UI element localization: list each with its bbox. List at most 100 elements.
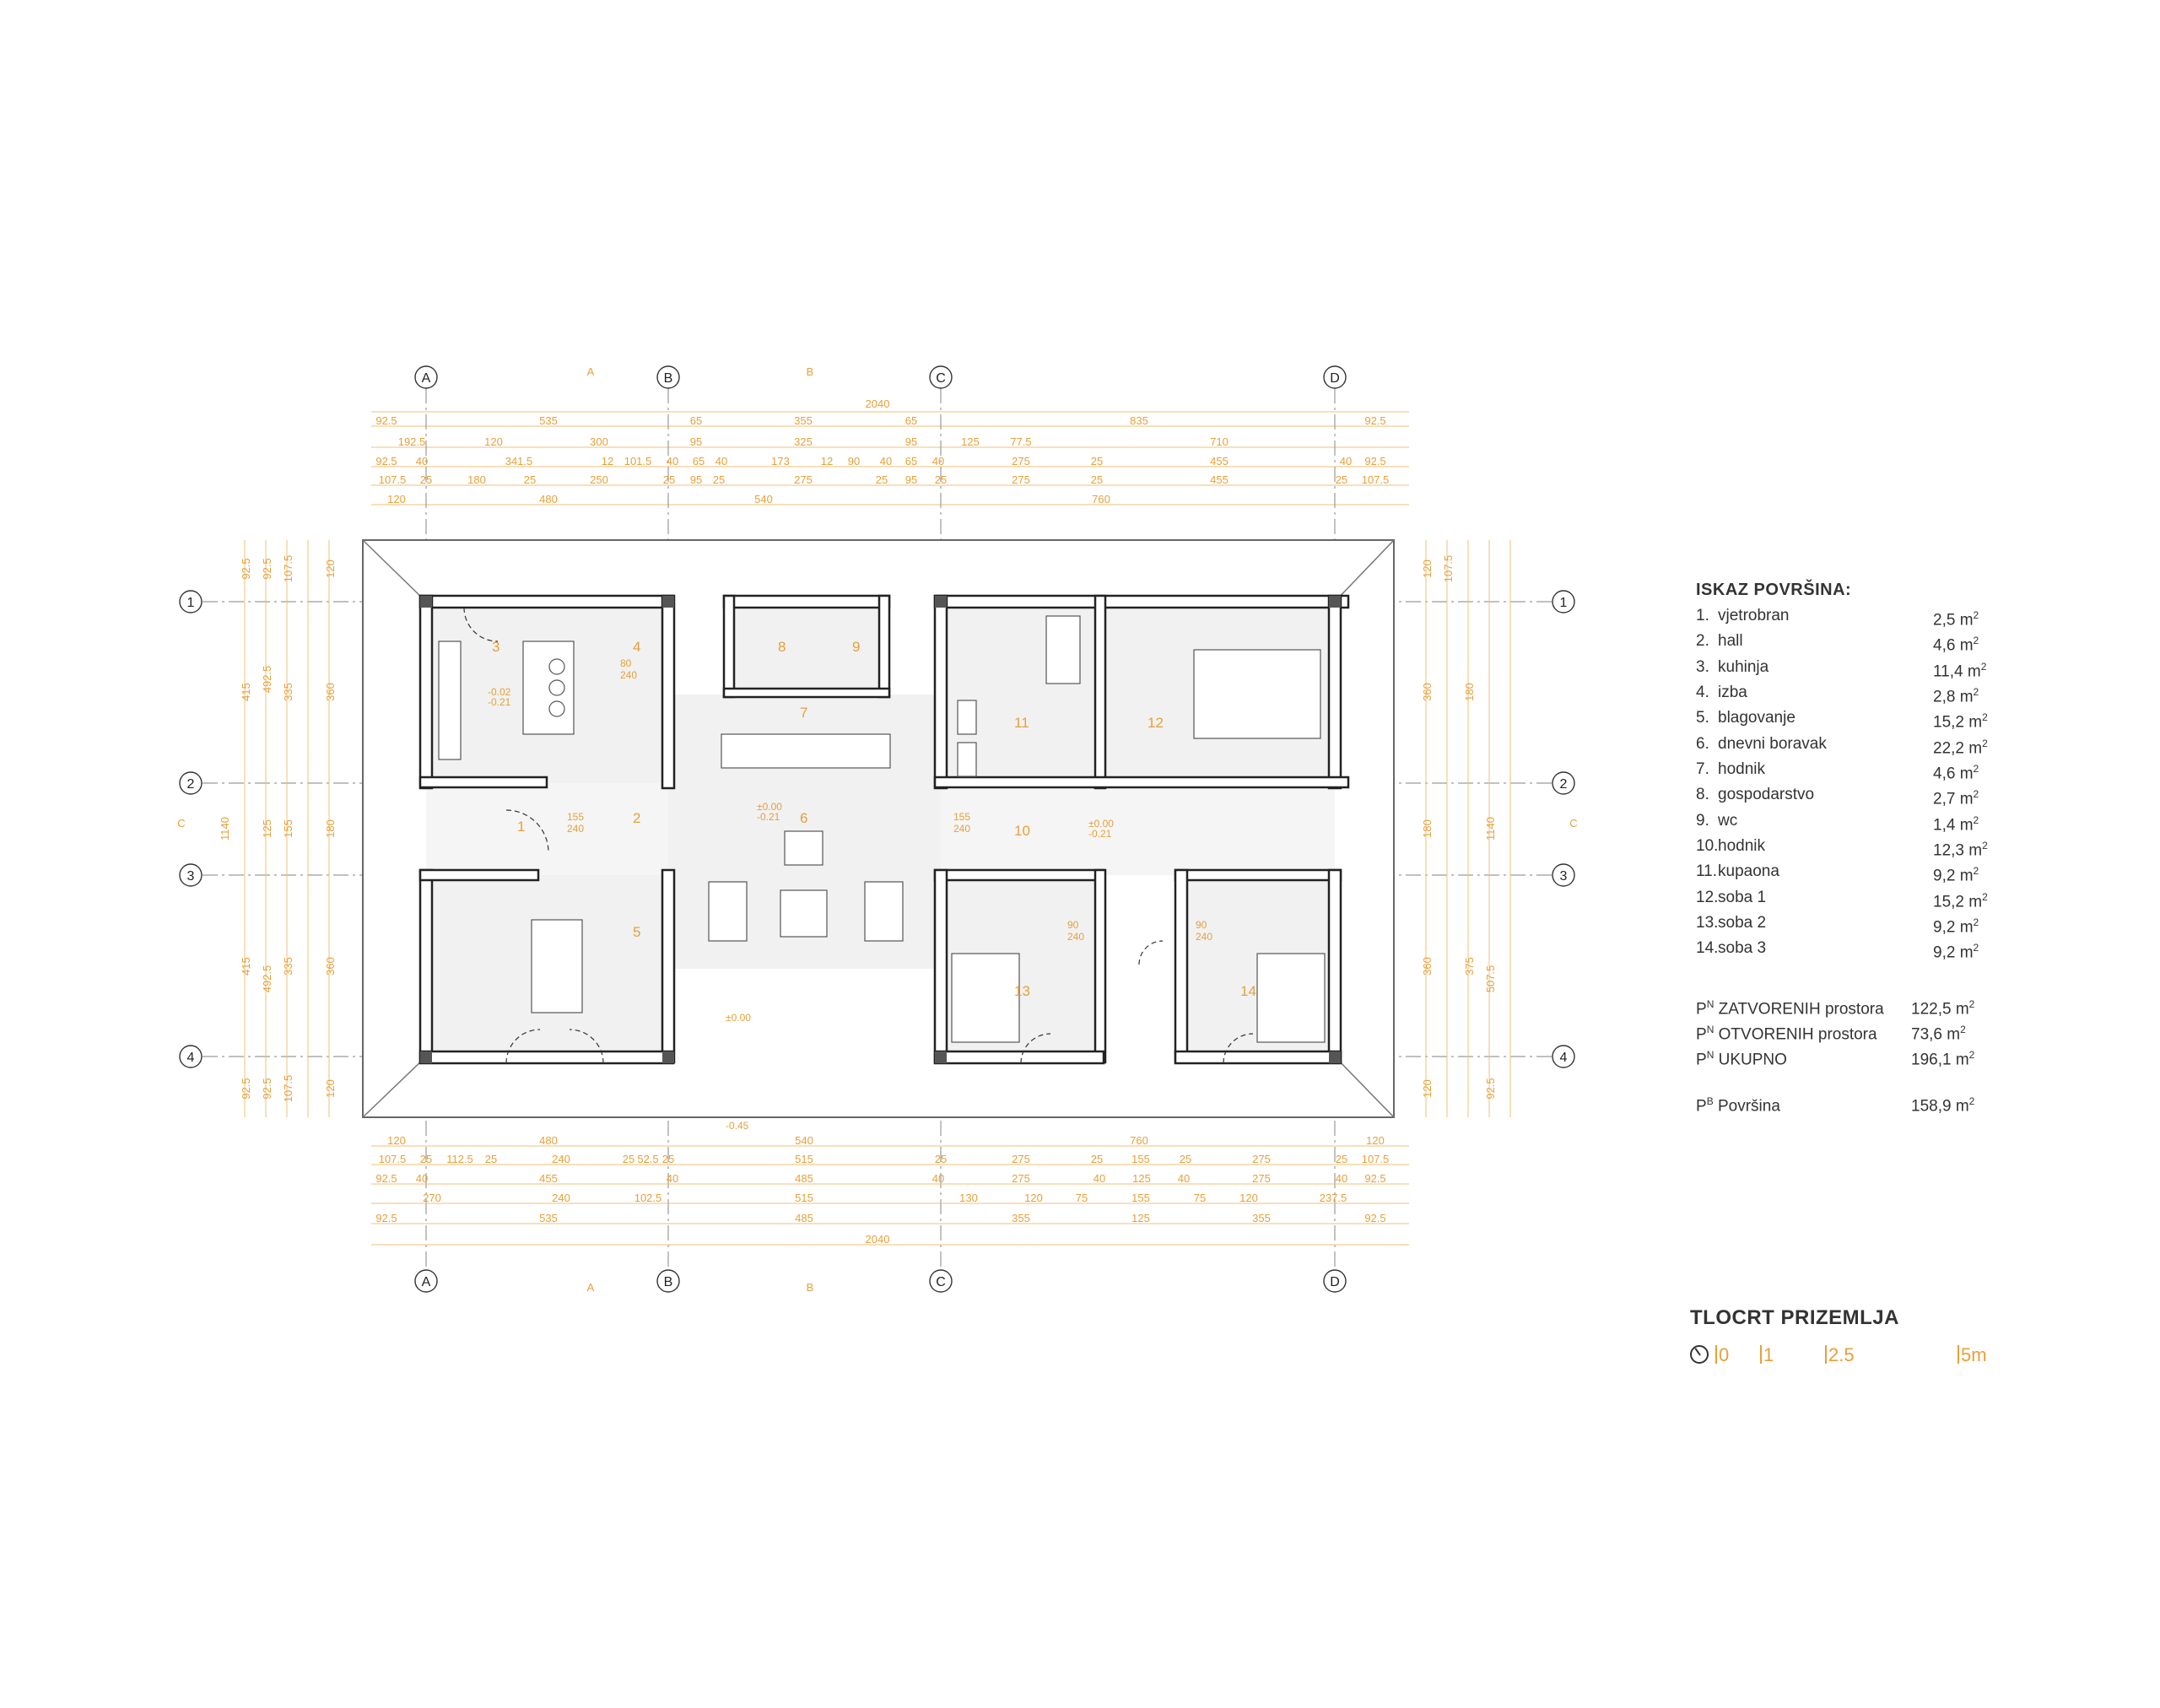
right-dim: 92.5 [1484, 1078, 1497, 1099]
door-tags: 155 240 155 240 90 240 90 240 80 240 -0.… [488, 657, 1212, 1132]
room-name: izba [1718, 683, 1747, 701]
scale-bar: 0 1 2.5 5m [1690, 1342, 2028, 1372]
top-dim: 95 [905, 435, 917, 448]
room-name: hodnik [1718, 836, 1765, 855]
bottom-dim: 25 [420, 1153, 432, 1165]
scale-tick: 5m [1958, 1345, 1987, 1365]
door-tag-h: 240 [567, 823, 584, 835]
door-tag-w: 90 [1067, 919, 1079, 931]
left-dim: 360 [324, 683, 337, 701]
total-area: 73,6 m2 [1911, 1023, 1966, 1044]
bottom-dim: 485 [795, 1212, 813, 1224]
top-dim: 95 [905, 473, 917, 486]
right-dim: 120 [1421, 1079, 1434, 1098]
bottom-dim: 355 [1012, 1212, 1030, 1224]
bottom-dim: 92.5 [375, 1212, 397, 1224]
bottom-total-dim: 2040 [866, 1233, 890, 1246]
bottom-dim: 237.5 [1320, 1192, 1347, 1204]
room-name: kupaona [1718, 862, 1779, 881]
room-number: 11 [1014, 715, 1029, 731]
top-dim: 77.5 [1010, 435, 1031, 448]
room-no: 9. [1696, 811, 1709, 830]
room-name: blagovanje [1718, 709, 1796, 727]
bottom-dim: 92.5 [1364, 1172, 1385, 1185]
bottom-dim: 40 [1094, 1172, 1105, 1185]
room-number: 4 [633, 639, 640, 655]
bottom-dim: 40 [932, 1172, 944, 1185]
top-dim: 107.5 [379, 473, 407, 486]
room-area: 2,5 m2 [1933, 609, 1979, 630]
level-mark: -0.21 [757, 811, 780, 823]
right-dim: 375 [1463, 957, 1476, 976]
bottom-dim: 75 [1194, 1192, 1206, 1204]
top-dim: 480 [539, 493, 558, 505]
room-name: soba 3 [1718, 939, 1767, 958]
left-dim: 492.5 [261, 965, 273, 993]
room-name: hall [1718, 632, 1743, 651]
bottom-dim: 455 [539, 1172, 558, 1185]
bottom-dim: 102.5 [634, 1192, 662, 1204]
top-dim: 455 [1210, 473, 1228, 486]
bottom-dim: 125 [1131, 1212, 1150, 1224]
grid-label-b: B [664, 1275, 673, 1289]
section-mark-c: C [177, 817, 185, 830]
bottom-dim: 355 [1252, 1212, 1271, 1224]
top-dim: 835 [1130, 414, 1148, 427]
bottom-dim: 760 [1130, 1134, 1148, 1147]
top-dimension-chain: 2040 92.5 535 65 355 65 835 92.5 192.5 1… [371, 397, 1409, 505]
right-dim: 360 [1421, 957, 1434, 976]
bottom-dim: 275 [1012, 1172, 1030, 1185]
left-dim: 125 [261, 819, 273, 838]
grid-label-d: D [1330, 1275, 1340, 1289]
left-dim: 92.5 [261, 1078, 273, 1099]
left-dim: 92.5 [261, 558, 273, 579]
top-dim: 25 [1336, 473, 1347, 486]
top-total-dim: 2040 [866, 397, 890, 410]
top-dim: 25 [1091, 473, 1103, 486]
area-schedule-title: ISKAZ POVRŠINA: [1696, 581, 1852, 599]
left-dim: 180 [324, 819, 337, 838]
right-dim: 1140 [1484, 817, 1497, 840]
room-name: vjetrobran [1718, 607, 1790, 624]
bottom-dim: 107.5 [1362, 1153, 1390, 1165]
bottom-dim: 120 [1366, 1134, 1385, 1147]
top-dim: 535 [539, 414, 558, 427]
room-area: 22,2 m2 [1933, 737, 1988, 757]
top-dim: 25 [1091, 455, 1103, 468]
bottom-dim: 120 [387, 1134, 406, 1147]
room-area: 4,6 m2 [1933, 635, 1979, 655]
level-mark: ±0.00 [726, 1012, 751, 1024]
room-no: 10. [1696, 836, 1719, 855]
left-dim: 335 [282, 683, 294, 701]
bottom-dim: 515 [795, 1153, 813, 1165]
door-tag-h: 240 [1067, 931, 1084, 943]
top-dim: 65 [693, 455, 705, 468]
top-dim: 120 [387, 493, 406, 505]
bottom-dim: 275 [1012, 1153, 1030, 1165]
left-dimension-chain: 92.5 415 1140 415 92.5 92.5 492.5 125 49… [219, 540, 337, 1117]
door-tag-h: 240 [953, 823, 970, 835]
left-dim: 360 [324, 957, 337, 976]
top-dim: 173 [771, 455, 790, 468]
section-mark-a: A [587, 365, 595, 378]
room-no: 14. [1696, 939, 1719, 958]
bottom-dim: 25 [1180, 1153, 1191, 1165]
scale-tick: 2.5 [1825, 1345, 1855, 1365]
room-name: soba 2 [1718, 913, 1767, 932]
grid-label-a: A [422, 371, 431, 386]
left-dim: 92.5 [240, 1078, 252, 1099]
room-name: dnevni boravak [1718, 734, 1827, 753]
bottom-dim: 155 [1131, 1192, 1150, 1204]
room-number: 7 [800, 705, 807, 721]
top-dim: 275 [1012, 455, 1030, 468]
bottom-dim: 112.5 [446, 1153, 473, 1165]
